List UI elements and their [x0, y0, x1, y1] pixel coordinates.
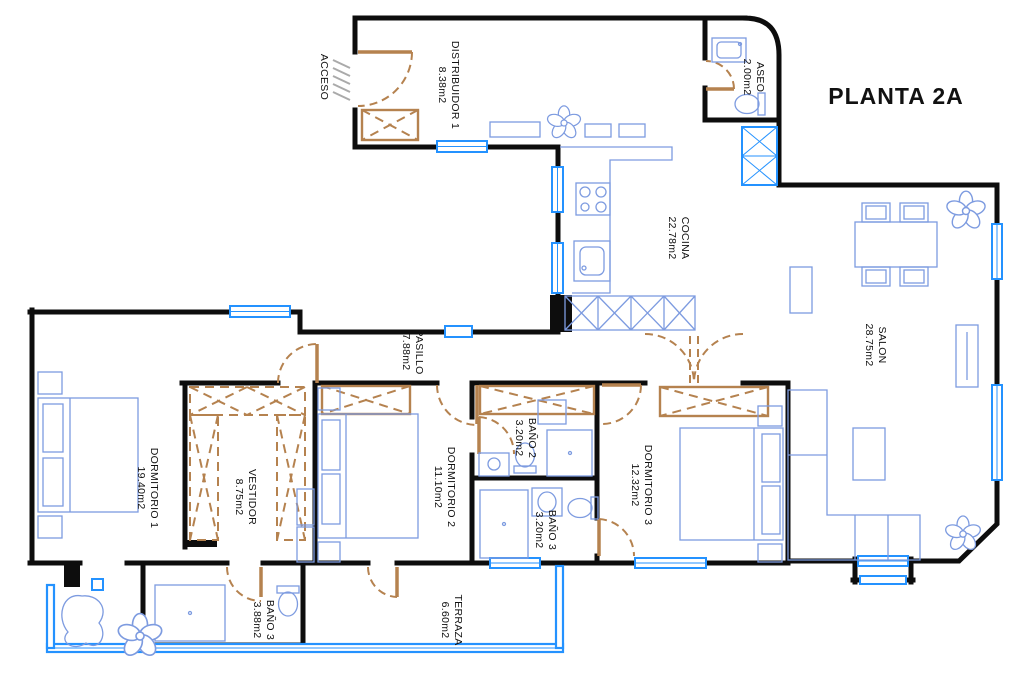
bed-dormitorio-1: [37, 371, 139, 539]
svg-text:ASEO: ASEO: [754, 62, 766, 92]
coffee-table: [852, 427, 886, 481]
svg-text:3.20m2: 3.20m2: [513, 420, 525, 457]
kitchen-sink: [573, 240, 611, 282]
sofa: [787, 389, 921, 561]
svg-text:DORMITORIO 2: DORMITORIO 2: [445, 447, 457, 527]
svg-text:8.75m2: 8.75m2: [233, 479, 245, 516]
svg-text:PASILLO: PASILLO: [413, 329, 425, 374]
svg-text:COCINA: COCINA: [679, 217, 691, 260]
wardrobe-bano-2: [478, 384, 596, 416]
room-label-dormitorio-2: DORMITORIO 2 11.10m2: [432, 447, 457, 527]
svg-text:3.20m2: 3.20m2: [533, 512, 545, 549]
room-label-salon: SALON 28.75m2: [863, 324, 888, 367]
room-label-pasillo: PASILLO 7.88m2: [400, 329, 425, 374]
dining-table: [854, 202, 938, 287]
svg-text:DISTRIBUIDOR 1: DISTRIBUIDOR 1: [449, 41, 461, 129]
svg-text:VESTIDOR: VESTIDOR: [246, 469, 258, 525]
svg-text:BAÑO 3: BAÑO 3: [264, 600, 277, 640]
bed-dormitorio-2: [317, 387, 419, 563]
svg-text:SALON: SALON: [876, 326, 888, 363]
access-hatch: [332, 59, 351, 101]
svg-text:22.78m2: 22.78m2: [666, 217, 678, 260]
cooktop: [575, 182, 611, 216]
plant-bush: [61, 595, 104, 648]
svg-text:3.88m2: 3.88m2: [251, 602, 263, 639]
bano-3-fixtures: [479, 487, 599, 559]
aseo-toilet: [734, 92, 766, 116]
hall-bench: [489, 121, 541, 138]
kitchen-lower-cabinets: [564, 295, 696, 331]
kitchen-counter: [560, 146, 673, 294]
wardrobe-dormitorio-3: [658, 385, 770, 418]
room-label-dormitorio-3: DORMITORIO 3 12.32m2: [629, 445, 654, 525]
svg-text:19.40m2: 19.40m2: [135, 467, 147, 510]
bano-2-fixtures: [478, 399, 593, 477]
aseo-sink: [711, 37, 747, 63]
svg-text:BAÑO 3: BAÑO 3: [546, 510, 559, 550]
walls: [27, 15, 1000, 648]
svg-text:TERRAZA: TERRAZA: [452, 594, 464, 645]
bed-dormitorio-3: [679, 405, 784, 563]
svg-text:ACCESO: ACCESO: [318, 54, 330, 100]
cabinet: [296, 488, 315, 526]
svg-text:11.10m2: 11.10m2: [432, 466, 444, 508]
shaft: [741, 126, 778, 186]
room-label-terraza: TERRAZA 6.60m2: [439, 594, 464, 645]
svg-text:8.38m2: 8.38m2: [436, 67, 448, 104]
svg-text:DORMITORIO 3: DORMITORIO 3: [642, 445, 654, 525]
svg-text:6.60m2: 6.60m2: [439, 602, 451, 639]
svg-text:12.32m2: 12.32m2: [629, 464, 641, 507]
access-label: ACCESO: [318, 54, 330, 100]
svg-text:7.88m2: 7.88m2: [400, 334, 412, 371]
room-label-dormitorio-1: DORMITORIO 1 19.40m2: [135, 448, 160, 528]
doors: [226, 50, 744, 602]
svg-text:DORMITORIO 1: DORMITORIO 1: [148, 448, 160, 528]
room-label-cocina: COCINA 22.78m2: [666, 217, 691, 260]
furniture: [37, 37, 988, 660]
sideboard: [789, 266, 813, 314]
wardrobe-vestidor: [189, 386, 306, 541]
room-label-bano-3: BAÑO 3 3.20m2: [533, 510, 559, 550]
room-label-bano-2: BAÑO 2 3.20m2: [513, 418, 539, 458]
plan-title: PLANTA 2A: [828, 83, 964, 109]
bano-inferior-fixtures: [154, 584, 300, 642]
cabinet: [296, 526, 315, 563]
svg-text:BAÑO 2: BAÑO 2: [526, 418, 539, 458]
room-label-aseo: ASEO 2.00m2: [741, 59, 766, 96]
room-label-bano-3-inferior: BAÑO 3 3.88m2: [251, 600, 277, 640]
svg-text:28.75m2: 28.75m2: [863, 324, 875, 367]
entry-closet: [360, 108, 420, 142]
room-label-distribuidor-1: DISTRIBUIDOR 1 8.38m2: [436, 41, 461, 129]
double-door: [644, 333, 744, 384]
svg-text:2.00m2: 2.00m2: [741, 59, 753, 96]
windows: [45, 126, 1003, 654]
wardrobes: [189, 384, 770, 541]
room-label-vestidor: VESTIDOR 8.75m2: [233, 469, 258, 525]
tv-bench: [955, 324, 979, 388]
